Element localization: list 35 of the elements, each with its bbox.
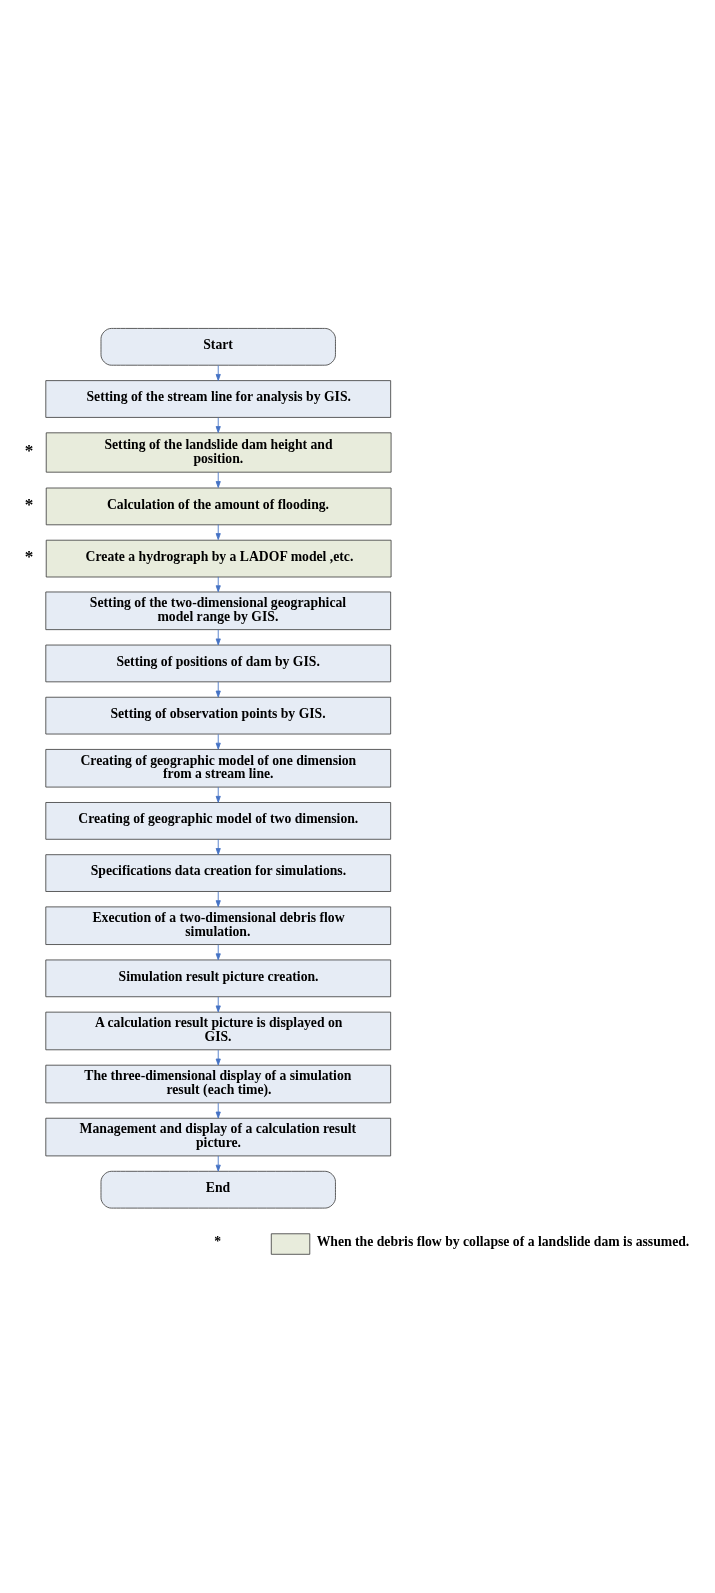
node-label: * <box>24 440 34 460</box>
node-box: Setting of positions of dam by GIS. <box>45 644 392 683</box>
node-box: Simulation result picture creation. <box>45 959 392 998</box>
node-box: Start <box>100 328 336 366</box>
node-box: Management and display of a calculation result picture. <box>45 1117 392 1157</box>
arrow <box>215 471 221 488</box>
node-box: Creating of geographic model of two dimension. <box>45 802 392 840</box>
arrow <box>215 364 221 381</box>
arrow <box>215 839 221 855</box>
arrow <box>215 1155 221 1172</box>
arrow <box>215 576 221 593</box>
node-box: Setting of the stream line for analysis by GIS. <box>45 380 392 418</box>
arrow <box>215 1049 221 1066</box>
node-box: Execution of a two-dimensional debris flow simulation. <box>45 906 392 945</box>
arrow <box>215 733 221 750</box>
node-box: Creating of geographic model of one dimension from a stream line. <box>45 749 392 788</box>
arrow <box>215 417 221 433</box>
arrow <box>215 891 221 908</box>
node-box: A calculation result picture is displayed on GIS. <box>45 1011 392 1051</box>
node-box: Specifications data creation for simulations. <box>45 854 392 892</box>
arrow <box>215 786 221 803</box>
node-box: Setting of the two-dimensional geographical model range by GIS. <box>45 591 392 631</box>
node-box: Setting of observation points by GIS. <box>45 696 392 735</box>
arrow <box>215 681 221 698</box>
arrow <box>215 524 221 541</box>
label: * <box>214 1234 222 1250</box>
node-label: * <box>24 547 34 567</box>
node-box: End <box>100 1170 336 1209</box>
arrow <box>215 629 221 646</box>
arrow <box>215 944 221 961</box>
legend-label: When the debris flow by collapse of a landslide dam is assumed. <box>316 1234 690 1250</box>
node-label: * <box>24 494 34 514</box>
arrow <box>215 996 221 1013</box>
node-box: The three-dimensional display of a simulation result (each time). <box>45 1064 392 1104</box>
arrow <box>215 1102 221 1119</box>
